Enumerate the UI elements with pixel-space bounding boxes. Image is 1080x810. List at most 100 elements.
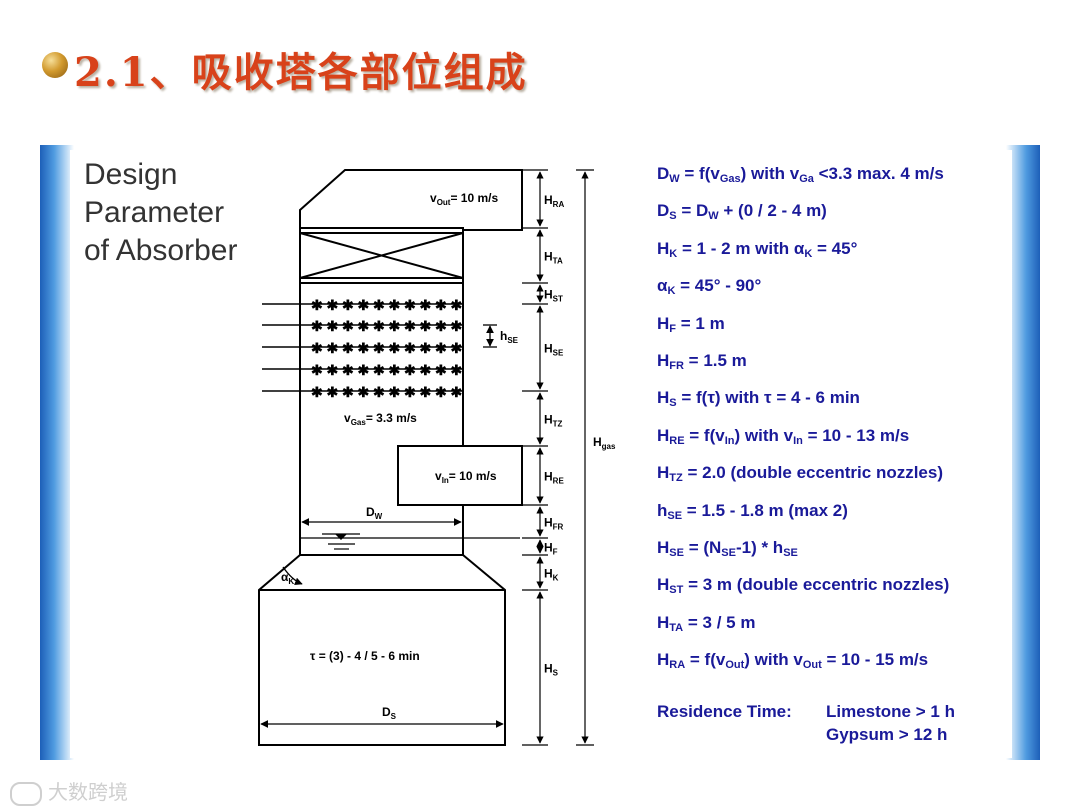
nozzle-mark: ✱ — [420, 340, 432, 356]
nozzle-mark: ✱ — [451, 318, 463, 334]
parameter-line: HTZ = 2.0 (double eccentric nozzles) — [657, 463, 944, 485]
residence-limestone: Limestone > 1 h — [826, 702, 955, 721]
nozzle-mark: ✱ — [311, 297, 323, 313]
nozzle-mark: ✱ — [373, 384, 385, 400]
nozzle-mark: ✱ — [342, 384, 354, 400]
nozzle-mark: ✱ — [451, 297, 463, 313]
nozzle-mark: ✱ — [404, 340, 416, 356]
dimension-label: HS — [544, 662, 559, 678]
dimension-label: HTZ — [544, 413, 563, 429]
nozzle-mark: ✱ — [327, 318, 339, 334]
nozzle-mark: ✱ — [342, 362, 354, 378]
dw-label: DW — [366, 505, 383, 521]
nozzle-mark: ✱ — [389, 384, 401, 400]
nozzle-mark: ✱ — [451, 384, 463, 400]
nozzle-mark: ✱ — [358, 362, 370, 378]
nozzle-mark: ✱ — [342, 297, 354, 313]
nozzle-mark: ✱ — [342, 340, 354, 356]
nozzle-mark: ✱ — [373, 318, 385, 334]
parameter-line: HRA = f(vOut) with vOut = 10 - 15 m/s — [657, 650, 929, 672]
nozzle-mark: ✱ — [451, 362, 463, 378]
nozzle-mark: ✱ — [389, 297, 401, 313]
dimension-label: HST — [544, 288, 563, 304]
v-out-label: vOut= 10 m/s — [430, 191, 498, 207]
nozzle-mark: ✱ — [389, 340, 401, 356]
parameter-line: HK = 1 - 2 m with αK = 45° — [657, 238, 858, 260]
nozzle-mark: ✱ — [327, 362, 339, 378]
title-bullet-icon — [42, 52, 68, 78]
parameter-line: HF = 1 m — [657, 313, 725, 335]
heading-line: Design — [84, 158, 178, 191]
nozzle-mark: ✱ — [358, 297, 370, 313]
dimension-label: HK — [544, 567, 559, 583]
nozzle-mark: ✱ — [373, 340, 385, 356]
spray-nozzles: ✱✱✱✱✱✱✱✱✱✱✱✱✱✱✱✱✱✱✱✱✱✱✱✱✱✱✱✱✱✱✱✱✱✱✱✱✱✱✱✱… — [311, 297, 463, 400]
diagram-heading: Design Parameter of Absorber — [84, 156, 237, 270]
nozzle-mark: ✱ — [404, 318, 416, 334]
ds-label: DS — [382, 705, 397, 721]
parameter-line: HFR = 1.5 m — [657, 351, 747, 372]
nozzle-mark: ✱ — [404, 297, 416, 313]
nozzle-mark: ✱ — [435, 340, 447, 356]
alpha-k-label: αK — [281, 570, 294, 586]
residence-time-label: Residence Time: — [657, 702, 792, 721]
nozzle-mark: ✱ — [435, 318, 447, 334]
nozzle-mark: ✱ — [435, 362, 447, 378]
v-in-label: vIn= 10 m/s — [435, 469, 497, 485]
nozzle-mark: ✱ — [358, 384, 370, 400]
nozzle-mark: ✱ — [404, 384, 416, 400]
nozzle-mark: ✱ — [420, 297, 432, 313]
nozzle-mark: ✱ — [373, 297, 385, 313]
inlet-duct — [397, 445, 523, 506]
nozzle-mark: ✱ — [420, 318, 432, 334]
nozzle-mark: ✱ — [327, 384, 339, 400]
nozzle-mark: ✱ — [389, 362, 401, 378]
watermark-text: 大数跨境 — [48, 782, 128, 804]
heading-line: of Absorber — [84, 234, 238, 267]
parameter-line: HRE = f(vIn) with vIn = 10 - 13 m/s — [657, 425, 910, 447]
nozzle-mark: ✱ — [435, 297, 447, 313]
dimension-label: HRE — [544, 470, 564, 486]
nozzle-mark: ✱ — [311, 318, 323, 334]
parameter-line: HS = f(τ) with τ = 4 - 6 min — [657, 388, 860, 410]
v-gas-label: vGas= 3.3 m/s — [344, 411, 417, 427]
slide-title: 2.1、吸收塔各部位组成 — [74, 49, 528, 96]
nozzle-mark: ✱ — [311, 340, 323, 356]
nozzle-mark: ✱ — [373, 362, 385, 378]
parameter-line: HSE = (NSE-1) * hSE — [657, 538, 798, 559]
outlet-duct — [299, 169, 523, 231]
dimension-label: HF — [544, 541, 558, 557]
nozzle-mark: ✱ — [389, 318, 401, 334]
dimension-label: HSE — [544, 342, 564, 358]
parameter-line: DW = f(vGas) with vGa <3.3 max. 4 m/s — [657, 164, 944, 185]
nozzle-mark: ✱ — [311, 362, 323, 378]
parameter-line: hSE = 1.5 - 1.8 m (max 2) — [657, 500, 848, 522]
nozzle-mark: ✱ — [358, 340, 370, 356]
heading-line: Parameter — [84, 196, 225, 229]
nozzle-mark: ✱ — [342, 318, 354, 334]
dimension-label: HFR — [544, 516, 564, 532]
spray-headers — [262, 303, 463, 392]
mist-eliminator — [299, 232, 464, 279]
nozzle-mark: ✱ — [358, 318, 370, 334]
nozzle-mark: ✱ — [435, 384, 447, 400]
height-dimension-chain — [522, 169, 548, 746]
nozzle-mark: ✱ — [404, 362, 416, 378]
parameter-line: HST = 3 m (double eccentric nozzles) — [657, 575, 950, 597]
residence-gypsum: Gypsum > 12 h — [826, 725, 948, 744]
dimension-label: HRA — [544, 193, 564, 209]
parameter-line: αK = 45° - 90° — [657, 276, 762, 298]
nozzle-mark: ✱ — [420, 384, 432, 400]
dimension-label: HTA — [544, 250, 563, 266]
nozzle-mark: ✱ — [327, 340, 339, 356]
h-se-small-label: hSE — [500, 329, 519, 345]
nozzle-mark: ✱ — [327, 297, 339, 313]
residence-label: τ = (3) - 4 / 5 - 6 min — [310, 649, 420, 663]
parameter-line: DS = DW + (0 / 2 - 4 m) — [657, 201, 827, 223]
nozzle-mark: ✱ — [451, 340, 463, 356]
watermark-logo-icon — [10, 781, 42, 806]
watermark: 大数跨境 — [10, 776, 128, 806]
h-gas-label: Hgas — [593, 435, 616, 451]
parameter-line: HTA = 3 / 5 m — [657, 612, 756, 634]
